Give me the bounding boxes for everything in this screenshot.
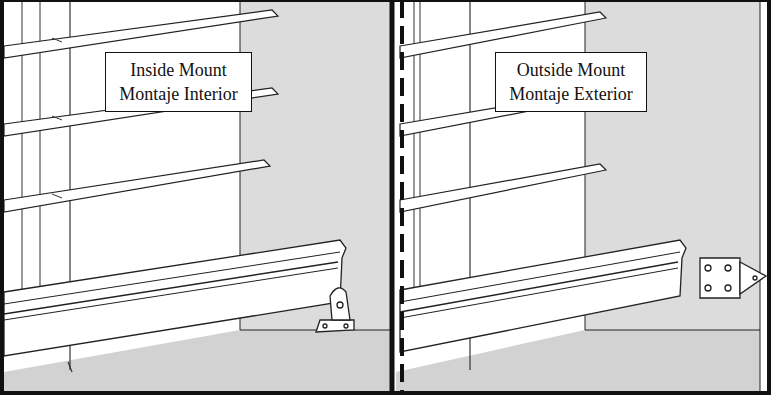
label-text: Inside Mount <box>118 58 239 82</box>
label-box: Inside MountMontaje Interior <box>105 52 252 112</box>
label-text: Montaje Interior <box>118 82 239 106</box>
label-box: Outside MountMontaje Exterior <box>495 52 647 112</box>
label-text: Montaje Exterior <box>508 82 634 106</box>
label-text: Outside Mount <box>508 58 634 82</box>
